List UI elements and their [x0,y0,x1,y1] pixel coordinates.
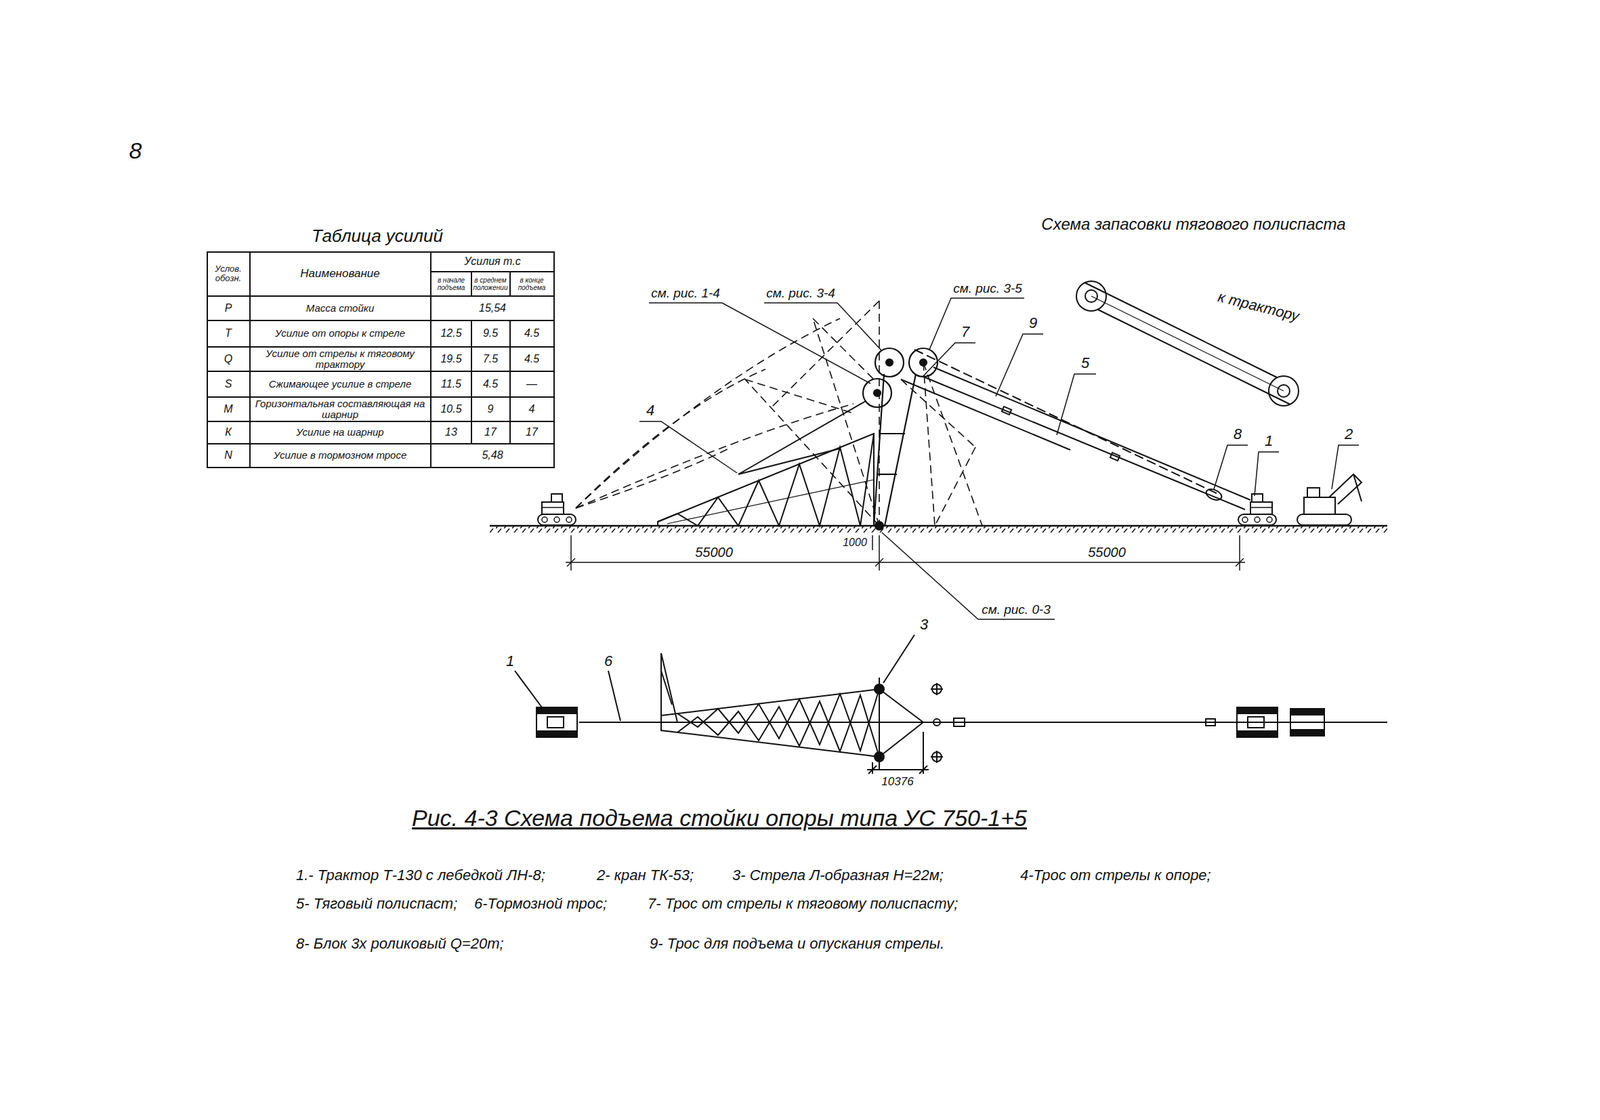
callout-number: 6 [602,653,614,669]
table-cell: 12.5 [440,327,462,340]
table-cell: Усилие в тормозном тросе [251,449,429,461]
callout-number: 5 [1079,354,1091,371]
table-subheader: в конце подъема [511,277,553,292]
table-cell: — [526,378,538,391]
callout-number: 1 [1263,432,1275,449]
dimension-value: 55000 [1086,545,1128,560]
callout-number: 8 [1232,426,1244,442]
table-cell: 4.5 [482,378,498,391]
table-cell: Усилие от стрелы к тяговому трактору [251,348,429,370]
dimension-lines [565,535,1246,571]
tractor-plan [1236,707,1278,738]
table-cell: 4.5 [524,327,540,340]
table-cell: 13 [445,426,458,439]
direction-label: к трактору [1215,287,1302,324]
callout-number: 2 [1343,426,1355,442]
leader-lines [639,298,1359,620]
table-cell: S [224,378,233,391]
table-cell: Горизонтальная составляющая на шарнир [251,398,429,420]
reference-note: см. рис. 3-4 [764,286,837,301]
table-cell: 17 [525,426,538,439]
parts-note: 2- кран ТК-53; [596,867,694,883]
table-cell: 7.5 [482,353,498,366]
callout-number: 4 [644,402,656,418]
ropes [738,349,1251,510]
callout-number: 7 [959,323,971,340]
table-cell: 4 [529,403,536,416]
callout-number: 1 [504,653,516,669]
tractor-plan [536,707,578,738]
table-cell: 9.5 [482,327,498,340]
table-cell: 19.5 [440,353,462,366]
reference-note: см. рис. 1-4 [649,286,722,301]
parts-note: 9- Трос для подъема и опускания стрелы. [649,935,945,952]
table-cell: 9 [487,403,494,416]
callout-number: 3 [918,616,930,633]
parts-note: 3- Стрела Л-образная Н=22м; [732,867,944,883]
dimension-value: 10376 [879,775,915,788]
table-cell: 17 [484,426,497,439]
parts-note: 6-Тормозной трос; [474,895,607,912]
parts-note: 7- Трос от стрелы к тяговому полиспасту; [647,895,958,912]
table-subheader: в начале подъема [432,277,471,292]
table-cell: 4.5 [524,353,540,366]
figure-caption: Рис. 4-3 Схема подъема стойки опоры типа… [411,806,1027,831]
crane-elevation [1297,474,1362,525]
table-cell: К [224,426,231,439]
parts-note: 1.- Трактор Т-130 с лебедкой ЛН-8; [296,867,546,883]
plan-view [514,634,1388,774]
force-table [207,251,555,468]
reference-note: см. рис. 0-3 [980,602,1052,617]
intermediate-positions [575,300,983,526]
dimension-value: 1000 [841,537,869,549]
callout-number: 9 [1027,314,1039,331]
table-cell: Усилие на шарнир [251,426,429,438]
table-header: Наименование [251,267,429,280]
a-frame-boom [862,348,938,530]
table-cell: Сжимающее усилие в стреле [251,378,429,390]
table-cell: Усилие от опоры к стреле [251,327,429,339]
tractor-elevation [537,493,576,525]
table-cell: М [223,403,233,416]
table-cell: N [224,449,233,462]
table-cell: 11.5 [440,378,462,391]
table-cell: Масса стойки [251,302,429,314]
table-header: Услов. обозн. [208,264,248,283]
reference-note: см. рис. 3-5 [951,281,1024,296]
dimension-value: 55000 [693,545,735,560]
parts-note: 8- Блок 3х роликовый Q=20т; [296,935,504,952]
inset-title: Схема запасовки тягового полиспаста [1041,215,1346,233]
table-cell: 5,48 [481,449,503,462]
table-subheader: в среднем положении [472,277,509,292]
table-cell: 15,54 [478,302,507,315]
page-number: 8 [129,138,143,164]
table-cell: 10.5 [440,403,462,416]
table-cell: Q [224,353,233,366]
table-cell: Р [224,302,233,315]
ground [489,525,1388,533]
table-title: Таблица усилий [311,226,444,246]
table-cell: Т [224,327,232,340]
tower-lattice [657,433,874,526]
table-header: Усилия т.с [432,256,553,268]
parts-note: 4-Трос от стрелы к опоре; [1020,867,1212,883]
parts-note: 5- Тяговый полиспаст; [296,895,458,912]
